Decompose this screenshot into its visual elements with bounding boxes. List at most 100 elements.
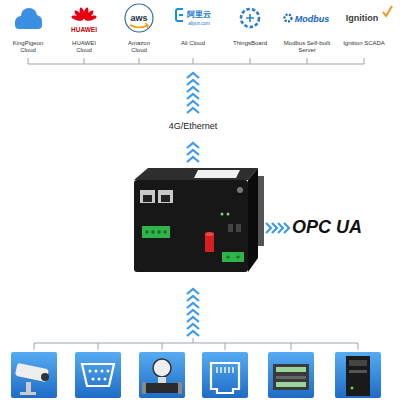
- flowmeter-icon: [142, 359, 182, 394]
- logo-text: Ignition: [335, 13, 389, 23]
- platform-label: Modbus Self-built Server: [280, 40, 334, 54]
- huawei-logo: [84, 15, 97, 22]
- device-tile: [11, 352, 57, 398]
- signal-chevrons: [187, 73, 199, 113]
- plc-icon: [273, 364, 309, 390]
- kingpigeon-cloud-icon: [15, 8, 42, 29]
- serial-port-icon: [89, 370, 92, 373]
- serial-port-icon: [95, 370, 98, 373]
- thingsboard-logo: [246, 14, 254, 22]
- serial-port-icon: [107, 370, 110, 373]
- link-label: 4G/Ethernet: [167, 121, 220, 133]
- camera-icon: [20, 392, 36, 395]
- bracket-line: [34, 338, 358, 350]
- serial-port-icon: [82, 364, 114, 386]
- modbus-gear: [285, 15, 292, 22]
- gateway-device: [142, 226, 170, 238]
- gateway-device: [134, 180, 248, 272]
- protocol-logo: OPC UA: [292, 218, 362, 238]
- platform-label: ThingsBoard: [223, 40, 277, 47]
- flowmeter-icon: [153, 359, 171, 377]
- bracket-line: [28, 58, 364, 64]
- thingsboard-logo: [241, 9, 259, 27]
- gateway-device: [161, 195, 170, 202]
- platform-label: Ignition SCADA: [342, 40, 386, 47]
- signal-chevrons: [187, 289, 199, 336]
- device-tile: [75, 352, 121, 398]
- ignition-check: [383, 6, 392, 16]
- kingpigeon-cloud-icon: [15, 20, 42, 29]
- aws-logo: [125, 4, 153, 32]
- gateway-device: [205, 234, 214, 252]
- flowmeter-icon: [145, 383, 179, 393]
- flowmeter-icon: [142, 382, 146, 394]
- logo-text: HUAWEI: [59, 26, 109, 33]
- plc-icon: [276, 382, 306, 387]
- rj45-port-icon: [211, 363, 239, 393]
- gateway-device: [157, 230, 161, 234]
- gateway-device: [227, 213, 230, 216]
- platform-node: ThingsBoard: [222, 2, 278, 58]
- signal-chevrons: [266, 223, 289, 233]
- modbus-gear: [285, 15, 292, 22]
- plc-icon: [273, 364, 309, 390]
- gateway-device: [228, 224, 233, 232]
- flowmeter-icon: [158, 377, 166, 383]
- gateway-device: [151, 230, 155, 234]
- camera-icon: [15, 363, 49, 382]
- logo-text: aliyun.com: [174, 21, 224, 26]
- bracket-line: [28, 58, 364, 64]
- device-tile: [268, 352, 314, 398]
- platform-node: 阿里云 aliyun.comAli Cloud: [165, 2, 221, 58]
- rj45-port-icon: [211, 363, 239, 393]
- gateway-device: [140, 190, 155, 203]
- platform-node: KingPigeon Cloud: [0, 2, 56, 58]
- aws-logo: [125, 4, 153, 32]
- gateway-device: [236, 255, 239, 258]
- rj45-port-icon: [217, 367, 233, 373]
- serial-port-icon: [82, 364, 114, 386]
- platform-node: IgnitionIgnition SCADA: [336, 2, 392, 58]
- serial-port-icon: [98, 378, 101, 381]
- gateway-device: [222, 252, 244, 262]
- gateway-device: [236, 224, 241, 232]
- aliyun-logo: [176, 9, 183, 21]
- controller-icon: [351, 387, 354, 390]
- aws-logo: [145, 23, 148, 28]
- device-tile: [139, 352, 185, 398]
- gateway-device: [226, 255, 229, 258]
- device-tile: [335, 352, 381, 398]
- gateway-device: [158, 190, 173, 203]
- platform-label: HUAWEI Cloud: [69, 40, 99, 54]
- flowmeter-icon: [178, 382, 182, 394]
- logo-text: aws: [124, 13, 154, 23]
- platform-node: HUAWEI HUAWEI Cloud: [56, 2, 112, 58]
- gateway-device: [163, 230, 167, 234]
- platform-label: Amazon Cloud: [123, 40, 155, 54]
- serial-port-icon: [92, 378, 95, 381]
- plc-icon: [276, 367, 306, 372]
- camera-icon: [15, 363, 49, 395]
- gateway-device: [248, 168, 258, 272]
- controller-icon: [349, 370, 367, 373]
- huawei-logo: [71, 7, 97, 22]
- gateway-device: [194, 170, 240, 178]
- plc-icon: [276, 376, 306, 379]
- logo-text: 阿里云: [174, 10, 224, 19]
- controller-icon: [346, 356, 370, 396]
- thingsboard-logo: [241, 9, 259, 27]
- gateway-device: [134, 168, 264, 272]
- gateway-device: [237, 187, 243, 193]
- platform-label: Ali Cloud: [166, 40, 220, 47]
- bracket-line: [34, 338, 358, 350]
- ignition-check: [383, 6, 392, 16]
- controller-icon: [346, 356, 370, 396]
- gateway-device: [134, 168, 258, 180]
- platform-label: KingPigeon Cloud: [9, 40, 47, 54]
- serial-port-icon: [104, 378, 107, 381]
- gateway-device: [205, 232, 214, 236]
- signal-chevrons: [187, 143, 199, 162]
- serial-port-icon: [101, 370, 104, 373]
- platform-node: awsAmazon Cloud: [111, 2, 167, 58]
